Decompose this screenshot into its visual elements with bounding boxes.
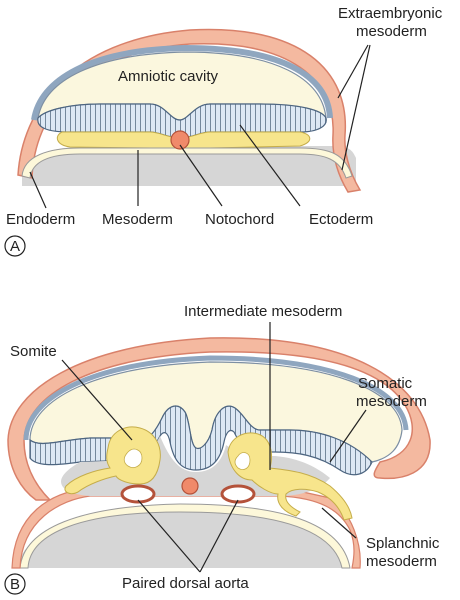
label-notochord: Notochord bbox=[205, 211, 274, 228]
label-somatic-line2: mesoderm bbox=[356, 393, 427, 410]
label-somatic-line1: Somatic bbox=[358, 375, 413, 392]
dorsal-aorta-right bbox=[220, 484, 256, 504]
dorsal-aorta-left bbox=[120, 484, 156, 504]
label-ectoderm: Ectoderm bbox=[309, 211, 373, 228]
panel-b-letter: B bbox=[10, 576, 20, 593]
label-somite: Somite bbox=[10, 343, 57, 360]
endoderm-a bbox=[21, 147, 353, 179]
label-intermediate-mesoderm: Intermediate mesoderm bbox=[184, 303, 342, 320]
panel-a-badge bbox=[4, 235, 26, 257]
leader-ectoderm bbox=[239, 124, 301, 207]
label-endoderm: Endoderm bbox=[6, 211, 75, 228]
label-amniotic-cavity: Amniotic cavity bbox=[118, 68, 219, 85]
amnion-wall-b bbox=[23, 355, 409, 441]
endoderm-b bbox=[19, 503, 351, 569]
amnion-wall-a bbox=[31, 44, 333, 121]
label-mesoderm: Mesoderm bbox=[102, 211, 173, 228]
somite-right-cavity bbox=[234, 452, 251, 470]
leader-somite bbox=[61, 359, 133, 441]
leader-notochord bbox=[179, 144, 223, 207]
leader-somatic bbox=[329, 409, 367, 463]
panel-b: Intermediate mesoderm Somite Somatic mes… bbox=[4, 303, 440, 595]
yolk-sac-a bbox=[22, 146, 356, 186]
leader-aorta-right bbox=[199, 499, 239, 573]
somite-left-cavity bbox=[123, 448, 143, 468]
leader-extraembryonic-2 bbox=[341, 44, 371, 171]
lateral-salmon-b bbox=[11, 487, 361, 569]
panel-b-badge bbox=[4, 573, 26, 595]
panel-a: Extraembryonic mesoderm Amniotic cavity … bbox=[4, 5, 443, 257]
extraembryonic-mesoderm-b bbox=[7, 337, 431, 501]
label-extraembryonic-line2: mesoderm bbox=[356, 23, 427, 40]
somite-left bbox=[64, 426, 161, 495]
label-extraembryonic-line1: Extraembryonic bbox=[338, 5, 443, 22]
label-splanchnic-line2: mesoderm bbox=[366, 553, 437, 570]
notochord-b bbox=[181, 477, 199, 495]
label-splanchnic-line1: Splanchnic bbox=[366, 535, 440, 552]
leader-endoderm bbox=[29, 171, 47, 209]
somite-right bbox=[227, 432, 353, 521]
leader-aorta-left bbox=[137, 499, 201, 573]
notochord-a bbox=[170, 130, 190, 150]
panel-a-letter: A bbox=[10, 238, 20, 255]
yolk-sac-b bbox=[18, 510, 348, 568]
leader-extraembryonic-1 bbox=[337, 44, 369, 99]
label-paired-dorsal-aorta: Paired dorsal aorta bbox=[122, 575, 249, 592]
leader-splanchnic bbox=[321, 507, 357, 539]
